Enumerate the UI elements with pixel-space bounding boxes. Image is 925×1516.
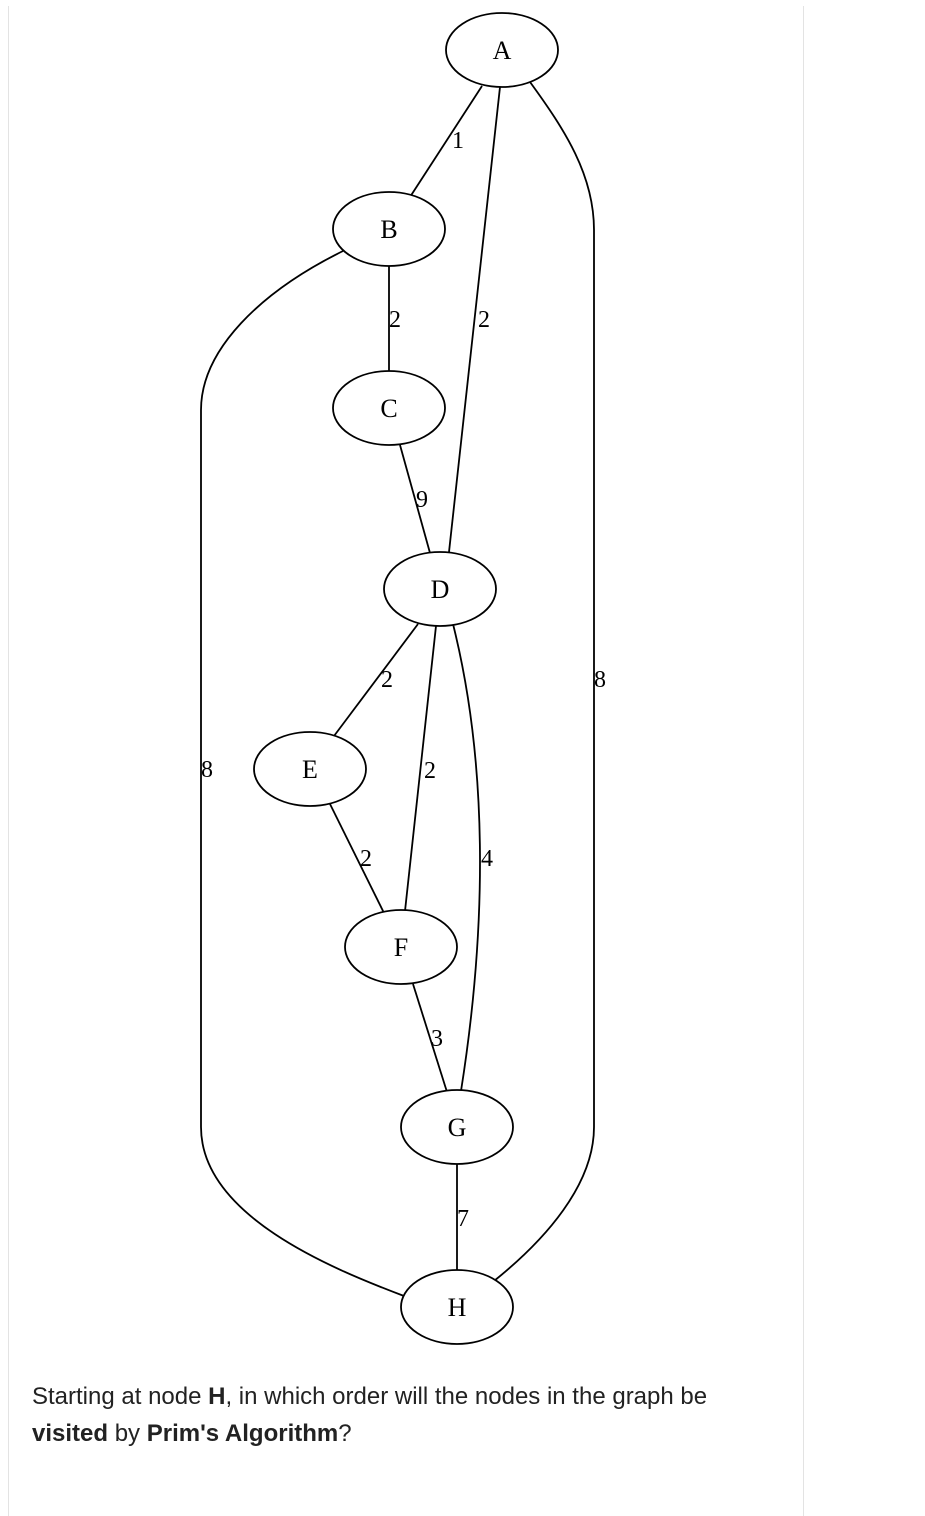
edge-a-b xyxy=(409,85,483,198)
nodes-layer: A B C D E F G H xyxy=(253,12,559,1345)
edge-a-h xyxy=(493,81,595,1282)
node-c-label: C xyxy=(380,394,397,423)
graph-diagram: 1 2 8 2 8 9 2 2 4 2 3 7 A B C D E F G H xyxy=(200,12,606,1345)
question-part3: by xyxy=(108,1420,147,1447)
algorithm-label: Prim's Algorithm xyxy=(146,1420,339,1447)
node-a-label: A xyxy=(493,36,512,65)
node-h-ellipse xyxy=(400,1269,514,1345)
question-part2: , in which order will the nodes in the g… xyxy=(225,1383,708,1410)
node-e-ellipse xyxy=(253,731,367,807)
edge-c-d xyxy=(399,444,431,554)
edge-weight-a-d: 2 xyxy=(478,307,490,333)
node-c: C xyxy=(332,370,446,446)
edge-d-e xyxy=(333,623,419,737)
node-h: H xyxy=(400,1269,514,1345)
edge-b-h xyxy=(200,250,405,1297)
edge-weight-d-e: 2 xyxy=(381,667,393,693)
edge-f-g xyxy=(412,983,448,1093)
node-b-ellipse xyxy=(332,191,446,267)
node-f-label: F xyxy=(394,933,408,962)
node-a-ellipse xyxy=(445,12,559,88)
edge-weight-b-c: 2 xyxy=(389,307,401,333)
node-d-ellipse xyxy=(383,551,497,627)
node-b: B xyxy=(332,191,446,267)
edges-layer: 1 2 8 2 8 9 2 2 4 2 3 7 xyxy=(200,81,606,1297)
edge-weight-e-f: 2 xyxy=(360,846,372,872)
edge-weight-a-b: 1 xyxy=(452,128,464,154)
node-h-label: H xyxy=(448,1293,467,1322)
edge-e-f xyxy=(329,803,385,914)
node-a: A xyxy=(445,12,559,88)
node-d: D xyxy=(383,551,497,627)
visited-label: visited xyxy=(32,1420,109,1447)
edge-weight-d-g: 4 xyxy=(481,846,493,872)
edge-weight-g-h: 7 xyxy=(457,1206,469,1232)
right-divider xyxy=(803,6,804,1516)
edge-a-d xyxy=(448,86,501,553)
edge-weight-c-d: 9 xyxy=(416,487,428,513)
start-node-label: H xyxy=(208,1383,226,1410)
node-d-label: D xyxy=(431,575,450,604)
node-c-ellipse xyxy=(332,370,446,446)
edge-weight-f-g: 3 xyxy=(431,1026,443,1052)
node-g-ellipse xyxy=(400,1089,514,1165)
edge-weight-d-f: 2 xyxy=(424,758,436,784)
node-e: E xyxy=(253,731,367,807)
node-e-label: E xyxy=(302,755,318,784)
question-part1: Starting at node xyxy=(32,1383,209,1410)
node-b-label: B xyxy=(380,215,397,244)
node-g: G xyxy=(400,1089,514,1165)
edge-weight-a-h: 8 xyxy=(594,667,606,693)
edge-d-f xyxy=(404,625,437,912)
left-divider xyxy=(8,6,9,1516)
node-f: F xyxy=(344,909,458,985)
edge-weight-b-h: 8 xyxy=(201,757,213,783)
node-f-ellipse xyxy=(344,909,458,985)
node-g-label: G xyxy=(448,1113,467,1142)
edge-d-g xyxy=(452,623,481,1092)
question-part4: ? xyxy=(338,1420,352,1447)
question-text: Starting at node H, in which order will … xyxy=(32,1378,772,1452)
